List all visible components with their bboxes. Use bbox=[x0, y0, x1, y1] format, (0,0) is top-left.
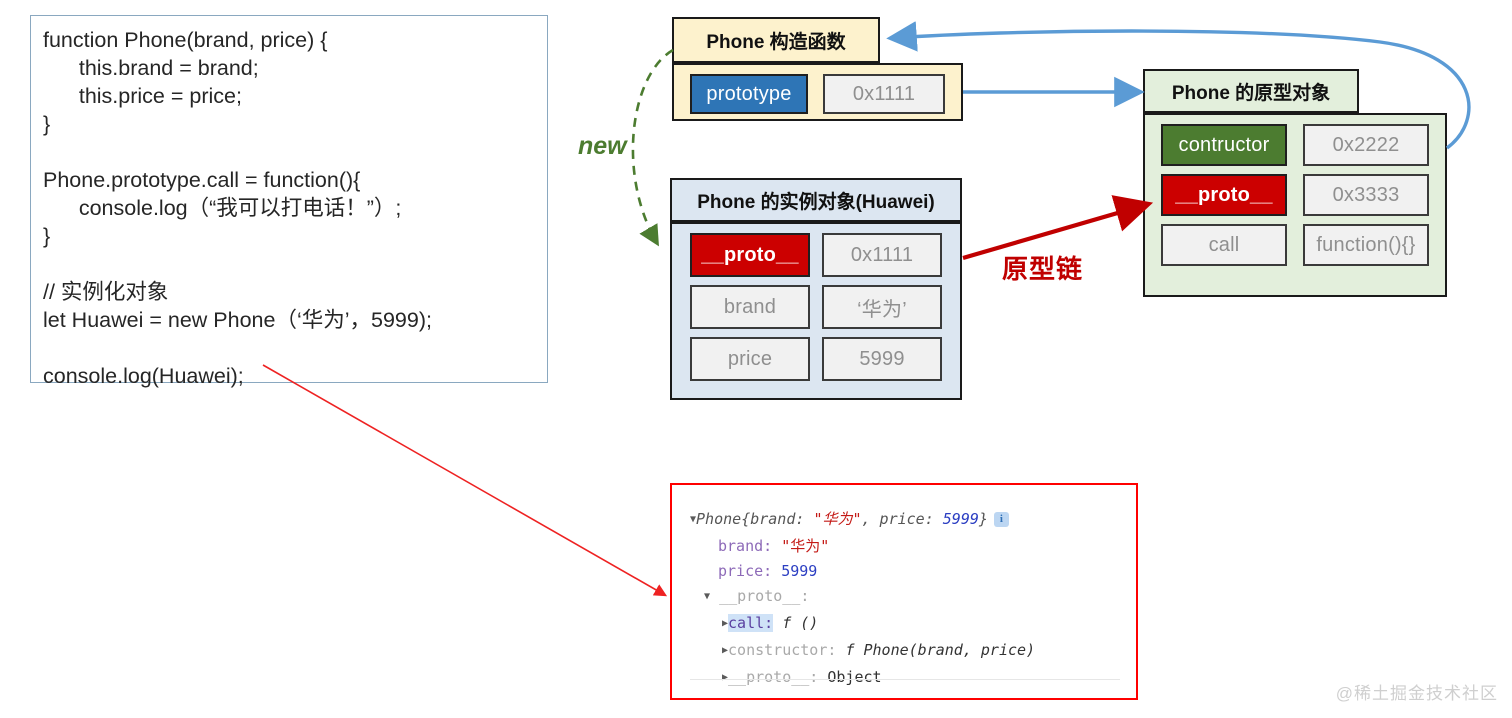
console-line-price: price: 5999 bbox=[690, 559, 1136, 584]
console-val-constructor: f Phone(brand, price) bbox=[845, 641, 1036, 659]
console-brace-close: } bbox=[978, 510, 988, 528]
console-val-brand: "华为" bbox=[781, 537, 830, 555]
new-arrow-label: new bbox=[578, 132, 627, 160]
constructor-box-title: Phone 构造函数 bbox=[672, 17, 880, 63]
console-brace-open: {brand: bbox=[741, 510, 814, 528]
console-line-constructor[interactable]: ▶constructor: f Phone(brand, price) bbox=[690, 638, 1136, 665]
console-line-proto[interactable]: ▼ __proto__: bbox=[690, 584, 1136, 611]
arrow-new bbox=[631, 48, 674, 247]
table-row: price 5999 bbox=[672, 337, 960, 381]
code-line: function Phone(brand, price) { bbox=[43, 28, 328, 52]
instance-box-body: __proto__ 0x1111 brand ‘华为’ price 5999 bbox=[670, 222, 962, 400]
cell-value-price: 5999 bbox=[822, 337, 942, 381]
prototype-box-body: contructor 0x2222 __proto__ 0x3333 call … bbox=[1143, 113, 1447, 297]
console-price-value: 5999 bbox=[942, 510, 979, 528]
console-line-root[interactable]: ▼Phone{brand: "华为", price: 5999} i bbox=[690, 507, 1136, 534]
console-key-proto: __proto__: bbox=[719, 587, 810, 605]
code-line: this.price = price; bbox=[43, 84, 242, 108]
cell-key-call: call bbox=[1161, 224, 1287, 266]
code-line: console.log（“我可以打电话！”）; bbox=[43, 196, 402, 220]
table-row: __proto__ 0x1111 bbox=[672, 233, 960, 277]
console-key-constructor: constructor: bbox=[728, 641, 837, 659]
console-key-call: call: bbox=[728, 614, 774, 632]
console-divider bbox=[690, 679, 1120, 680]
cell-key-brand: brand bbox=[690, 285, 810, 329]
console-key-brand: brand: bbox=[718, 537, 773, 555]
instance-box-title: Phone 的实例对象(Huawei) bbox=[670, 178, 962, 222]
console-line-brand: brand: "华为" bbox=[690, 534, 1136, 559]
console-brand-value: "华为" bbox=[813, 510, 862, 528]
console-output-body: ▼Phone{brand: "华为", price: 5999}i brand:… bbox=[672, 507, 1136, 692]
console-output-panel: ▼Phone{brand: "华为", price: 5999}i brand:… bbox=[670, 483, 1138, 700]
cell-value-proto: 0x1111 bbox=[822, 233, 942, 277]
cell-value-contructor: 0x2222 bbox=[1303, 124, 1429, 166]
console-line-call[interactable]: ▶call: f () bbox=[690, 611, 1136, 638]
table-row: call function(){} bbox=[1145, 224, 1445, 266]
table-row: brand ‘华为’ bbox=[672, 285, 960, 329]
table-row: __proto__ 0x3333 bbox=[1145, 174, 1445, 216]
console-val-price: 5999 bbox=[781, 562, 818, 580]
cell-key-price: price bbox=[690, 337, 810, 381]
info-icon[interactable]: i bbox=[993, 512, 1009, 527]
triangle-right-icon[interactable]: ▶ bbox=[722, 618, 729, 629]
code-line-blank bbox=[43, 250, 535, 278]
table-row: prototype 0x1111 bbox=[674, 74, 961, 114]
cell-value-proto: 0x3333 bbox=[1303, 174, 1429, 216]
triangle-down-icon[interactable]: ▼ bbox=[704, 591, 711, 602]
console-key-proto2: __proto__: bbox=[728, 668, 819, 686]
arrow-console-link bbox=[262, 364, 668, 597]
cell-key-contructor: contructor bbox=[1161, 124, 1287, 166]
code-line-blank bbox=[43, 138, 535, 166]
watermark: @稀土掘金技术社区 bbox=[1335, 684, 1498, 703]
cell-value-prototype: 0x1111 bbox=[823, 74, 945, 114]
code-line: console.log(Huawei); bbox=[43, 364, 244, 388]
constructor-box-body: prototype 0x1111 bbox=[672, 63, 963, 121]
console-val-call: f () bbox=[782, 614, 819, 632]
triangle-down-icon[interactable]: ▼ bbox=[690, 514, 697, 525]
code-line: } bbox=[43, 112, 51, 136]
code-panel: function Phone(brand, price) { this.bran… bbox=[30, 15, 548, 388]
code-line-blank bbox=[43, 334, 535, 362]
code-line: } bbox=[43, 224, 51, 248]
cell-key-proto: __proto__ bbox=[1161, 174, 1287, 216]
console-val-proto2: Object bbox=[827, 668, 882, 686]
triangle-right-icon[interactable]: ▶ bbox=[722, 672, 729, 683]
cell-key-prototype: prototype bbox=[690, 74, 808, 114]
cell-key-proto: __proto__ bbox=[690, 233, 810, 277]
cell-value-brand: ‘华为’ bbox=[822, 285, 942, 329]
code-line: // 实例化对象 bbox=[43, 280, 169, 304]
console-comma: , price: bbox=[861, 510, 943, 528]
code-line: this.brand = brand; bbox=[43, 56, 259, 80]
cell-value-call: function(){} bbox=[1303, 224, 1429, 266]
console-object-name: Phone bbox=[696, 510, 742, 528]
code-line: let Huawei = new Phone（‘华为’，5999); bbox=[43, 308, 432, 332]
code-line: Phone.prototype.call = function(){ bbox=[43, 168, 361, 192]
console-key-price: price: bbox=[718, 562, 773, 580]
console-line-proto2[interactable]: ▶__proto__: Object bbox=[690, 665, 1136, 692]
prototype-box-title: Phone 的原型对象 bbox=[1143, 69, 1359, 113]
table-row: contructor 0x2222 bbox=[1145, 124, 1445, 166]
prototype-chain-label: 原型链 bbox=[1002, 254, 1084, 284]
triangle-right-icon[interactable]: ▶ bbox=[722, 645, 729, 656]
